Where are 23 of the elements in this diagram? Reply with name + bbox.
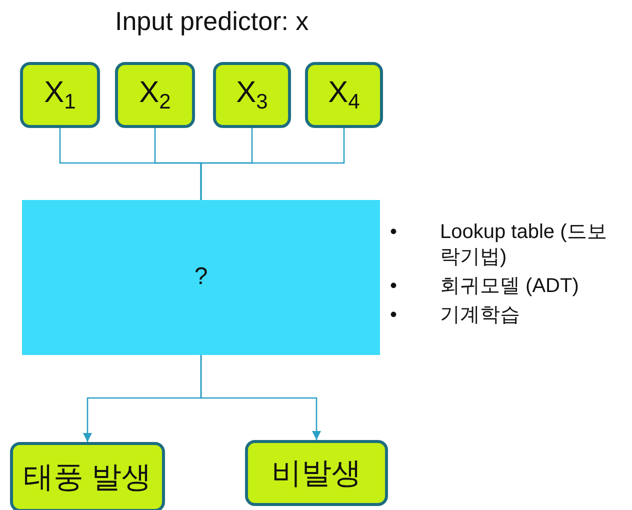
node-label: X$_{2}$	[139, 76, 171, 114]
input-box	[213, 62, 291, 128]
diagram-title: Input predictor: x	[115, 6, 309, 37]
connector-line	[200, 128, 345, 200]
node-label: X$_{1}$	[44, 76, 76, 114]
bullet-mark: •	[390, 303, 398, 328]
bullet-mark: •	[390, 274, 398, 299]
output-box	[10, 442, 165, 510]
arrow	[200, 355, 321, 440]
process-box	[22, 200, 380, 355]
input-box	[115, 62, 195, 128]
bullet-item: Lookup table (드보락기법)	[440, 220, 608, 270]
bullet-item: 기계학습	[440, 303, 521, 328]
node-label: ?	[194, 264, 208, 291]
node-label: X$_{4}$	[328, 76, 360, 114]
input-box	[20, 62, 100, 128]
output-box	[245, 440, 388, 506]
node-label: 비발생	[272, 456, 362, 490]
node-label: X$_{3}$	[236, 76, 268, 114]
node-label: 태풍 발생	[23, 460, 152, 494]
bullet-item: 회귀모델 (ADT)	[440, 274, 580, 299]
input-box	[305, 62, 383, 128]
bullet-mark: •	[390, 220, 398, 245]
